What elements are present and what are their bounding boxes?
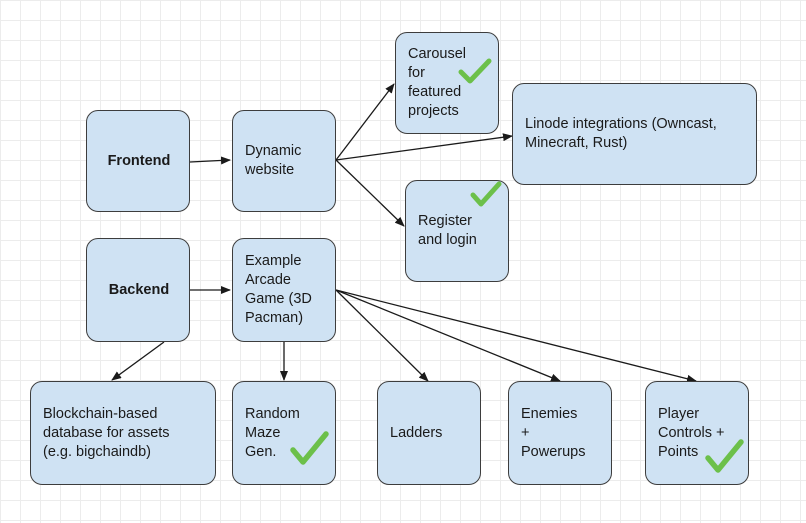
checkmark-icon [458, 58, 492, 84]
arrow-website-to-carousel [335, 83, 395, 161]
arrow-game-to-enemies [335, 289, 561, 382]
node-linode-integrations[interactable]: Linode integrations (Owncast, Minecraft,… [512, 83, 757, 185]
node-frontend-label: Frontend [107, 152, 171, 169]
node-ladders-label: Ladders [390, 424, 443, 441]
arrow-game-to-player-controls [335, 289, 697, 383]
arrow-game-to-ladders [335, 289, 429, 382]
node-dynamic-website-label: Dynamic website [245, 143, 302, 178]
node-backend[interactable]: Backend [86, 238, 190, 342]
node-register-login-label: Register and login [418, 213, 477, 248]
checkmark-icon [705, 439, 744, 473]
node-ladders[interactable]: Ladders [377, 381, 481, 485]
node-enemies-powerups-label: Enemies + Powerups [521, 405, 586, 460]
node-carousel[interactable]: Carousel for featured projects [395, 32, 499, 134]
checkmark-icon [290, 431, 329, 465]
node-random-maze[interactable]: Random Maze Gen. [232, 381, 336, 485]
node-dynamic-website[interactable]: Dynamic website [232, 110, 336, 212]
node-player-controls-label: Player Controls + Points [658, 405, 725, 460]
node-carousel-label: Carousel for featured projects [408, 46, 467, 119]
node-backend-label: Backend [108, 281, 170, 298]
arrow-frontend-to-website [189, 156, 231, 165]
node-player-controls[interactable]: Player Controls + Points [645, 381, 749, 485]
node-enemies-powerups[interactable]: Enemies + Powerups [508, 381, 612, 485]
node-register-login[interactable]: Register and login [405, 180, 509, 282]
checkmark-icon [470, 181, 502, 207]
node-blockchain-database[interactable]: Blockchain-based database for assets (e.… [30, 381, 216, 485]
node-example-game[interactable]: Example Arcade Game (3D Pacman) [232, 238, 336, 342]
node-blockchain-database-label: Blockchain-based database for assets (e.… [43, 405, 170, 460]
arrow-website-to-register [335, 159, 405, 227]
node-random-maze-label: Random Maze Gen. [245, 405, 300, 460]
node-frontend[interactable]: Frontend [86, 110, 190, 212]
arrow-backend-to-blockchain [111, 341, 165, 381]
node-linode-integrations-label: Linode integrations (Owncast, Minecraft,… [525, 116, 717, 151]
arrow-website-to-linode [335, 133, 513, 161]
node-example-game-label: Example Arcade Game (3D Pacman) [245, 253, 312, 326]
